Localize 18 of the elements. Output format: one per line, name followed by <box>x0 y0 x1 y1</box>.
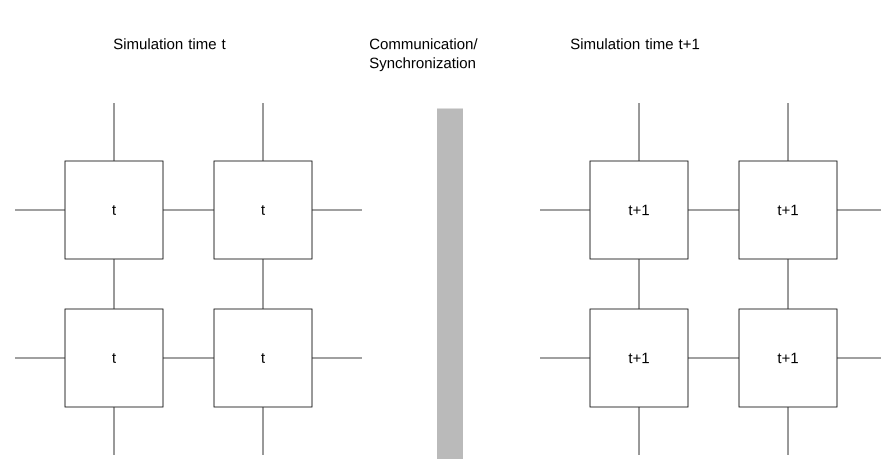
process-box: t <box>214 308 312 408</box>
connector-line <box>262 407 264 456</box>
connector-line <box>638 407 640 456</box>
heading-text: Communication/ Synchronization <box>370 38 478 72</box>
process-box: t <box>64 308 164 408</box>
connector-line <box>262 259 264 309</box>
process-box: t <box>64 160 164 260</box>
heading-text: Simulation time t <box>114 38 226 50</box>
process-box: t <box>214 160 312 260</box>
process-box: t+1 <box>738 308 838 408</box>
process-box: t+1 <box>738 160 838 260</box>
connector-line <box>638 259 640 309</box>
connector-line <box>262 102 264 161</box>
process-box: t+1 <box>590 308 688 408</box>
separator-bar <box>437 108 463 459</box>
process-box: t+1 <box>590 160 688 260</box>
heading-text: Simulation time t+1 <box>570 38 700 50</box>
connector-line <box>638 102 640 161</box>
